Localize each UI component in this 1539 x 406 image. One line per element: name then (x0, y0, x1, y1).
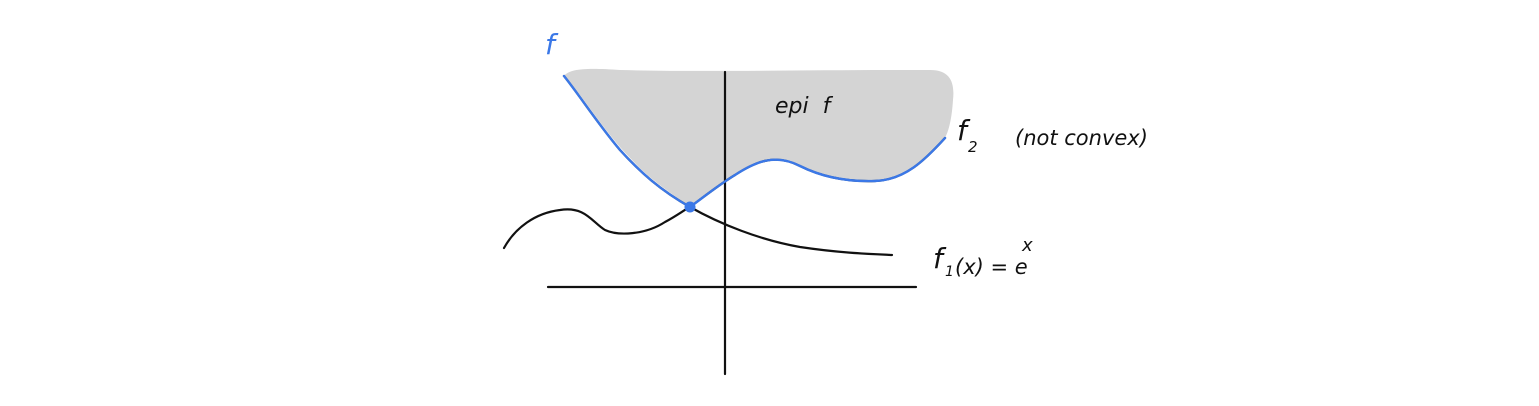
label-f1-superscript: x (1021, 235, 1033, 256)
label-f2-subscript: 2 (968, 138, 978, 156)
epigraph-region (564, 68, 954, 207)
label-not-convex: (not convex) (1015, 126, 1148, 150)
label-epi-f: epi f (775, 94, 834, 119)
f-max-curve (562, 74, 947, 209)
label-f1-subscript: 1 (945, 264, 954, 280)
label-f1-rest: (x) = e (955, 255, 1028, 279)
label-f: f (545, 28, 559, 61)
intersection-point (684, 201, 696, 213)
